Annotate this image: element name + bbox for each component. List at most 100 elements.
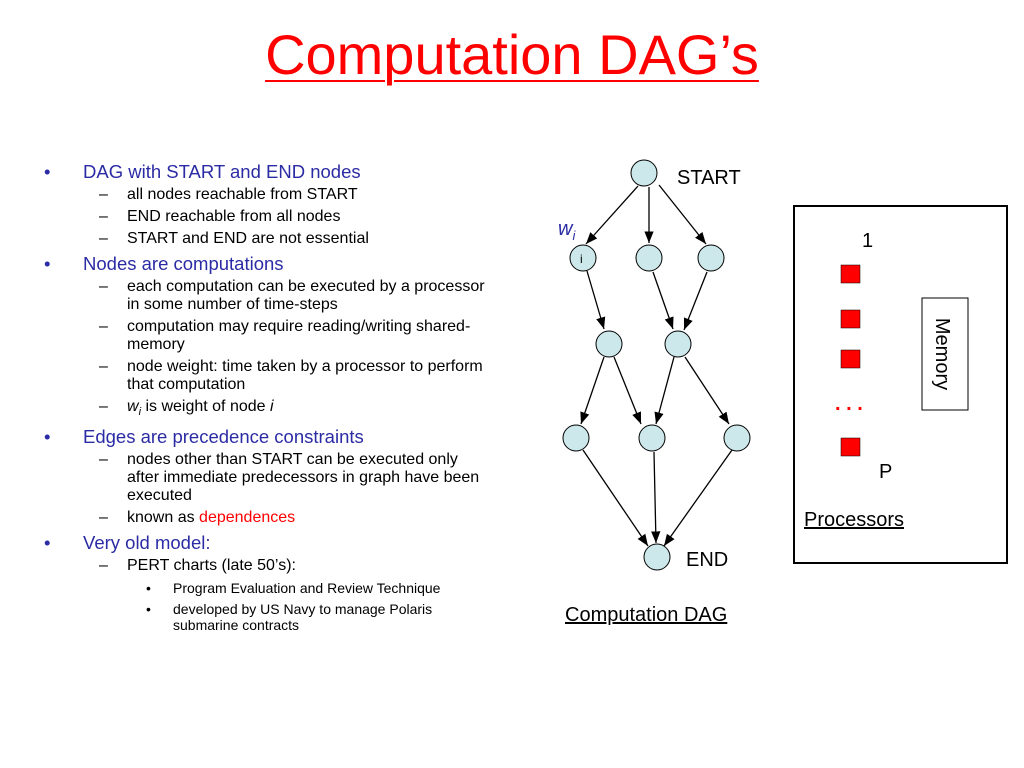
sub-bullet-text: PERT charts (late 50’s): — [127, 557, 296, 575]
sub-bullet-text: known as — [127, 509, 200, 527]
bullet-dot: • — [146, 601, 151, 618]
weight-label-sub: i — [572, 228, 576, 243]
sub-bullet: – each computation can be executed by a p… — [83, 278, 492, 314]
sub-sub-bullet-text: Program Evaluation and Review Technique — [173, 580, 441, 597]
sub-bullet-text: END reachable from all nodes — [127, 208, 341, 225]
weight-label: wi — [558, 218, 576, 243]
node-e — [664, 330, 692, 358]
dash-marker: – — [99, 509, 108, 527]
bullet-text: Edges are precedence constraints — [83, 426, 364, 448]
bullet-text: Very old model: — [83, 532, 211, 554]
sub-bullet-text: node weight: time taken by a processor t… — [127, 358, 483, 393]
sub-bullet-text: each computation can be executed by a pr… — [127, 278, 485, 313]
processor-square — [840, 349, 861, 369]
dash-marker: – — [99, 230, 108, 247]
sub-bullet: – START and END are not essential — [83, 230, 492, 248]
sub-sub-bullet-list: • Program Evaluation and Review Technique… — [127, 580, 492, 633]
node-index: i — [269, 398, 274, 415]
dash-marker: – — [99, 358, 108, 375]
edge-d-g — [613, 356, 642, 425]
dash-marker: – — [99, 398, 108, 415]
bullet-dot: • — [44, 532, 51, 554]
processors-caption: Processors — [804, 509, 904, 531]
sub-bullet: – known as dependences — [83, 509, 492, 527]
processor-square — [840, 437, 861, 457]
processor-square — [840, 264, 861, 284]
node-f — [562, 424, 590, 452]
processor-ellipsis: . . . — [835, 393, 863, 415]
sub-bullet-list: – all nodes reachable from START – END rea… — [83, 186, 492, 248]
slide-title: Computation DAG’s — [265, 23, 759, 86]
sub-sub-bullet-text: developed by US Navy to manage Polaris s… — [173, 601, 433, 634]
bullet-dot: • — [44, 426, 51, 448]
node-c — [697, 244, 725, 272]
sub-bullet-list: – nodes other than START can be executed … — [83, 451, 492, 527]
node-i-label: i — [580, 252, 583, 266]
edge-start-c — [658, 184, 707, 245]
memory-label: Memory — [931, 318, 953, 390]
sub-bullet: – node weight: time taken by a processor … — [83, 358, 492, 394]
end-label: END — [686, 549, 728, 571]
sub-bullet: – computation may require reading/writing… — [83, 318, 492, 354]
sub-bullet-text: nodes other than START can be executed o… — [127, 451, 480, 505]
sub-bullet-text: computation may require reading/writing … — [127, 318, 471, 353]
sub-bullet-weight: –wi is weight of node i — [83, 398, 492, 421]
sub-bullet: –nodes other than START can be executed … — [83, 451, 492, 505]
edge-f-end — [582, 449, 649, 547]
dash-marker: – — [99, 208, 108, 225]
machine-box — [793, 205, 1008, 564]
edge-g-end — [651, 451, 661, 544]
bullet-nodes-computations: • Nodes are computations –each computati… — [42, 253, 492, 421]
edge-d-f — [580, 356, 605, 425]
processor-squares — [840, 264, 861, 457]
dag-nodes — [562, 159, 751, 571]
node-a — [569, 244, 597, 272]
weight-symbol: w — [127, 398, 139, 415]
dash-marker: – — [99, 278, 108, 295]
bullet-text: DAG with START and END nodes — [83, 161, 361, 182]
dependences-term: dependences — [199, 509, 296, 527]
bullet-text: Nodes are computations — [83, 253, 284, 274]
processor-square — [840, 309, 861, 329]
node-d — [595, 330, 623, 358]
sub-bullet: – all nodes reachable from START — [83, 186, 492, 204]
dash-marker: – — [99, 557, 108, 575]
bullet-old-model: • Very old model: – PERT charts (late 50’… — [42, 532, 492, 633]
node-g — [638, 424, 666, 452]
sub-bullet-list: – PERT charts (late 50’s): • Program Evalu… — [83, 557, 492, 633]
bullet-dot: • — [44, 161, 51, 182]
edge-b-e — [652, 271, 674, 330]
sub-bullet-list: – each computation can be executed by a p… — [83, 278, 492, 421]
edge-start-a — [585, 185, 639, 245]
bullet-list: • DAG with START and END nodes – all node… — [42, 156, 492, 633]
start-label: START — [677, 167, 741, 189]
bullet-dot: • — [146, 580, 151, 597]
edge-a-d — [586, 270, 606, 330]
edge-e-h — [684, 356, 730, 425]
sub-bullet-text: all nodes reachable from START — [127, 186, 358, 203]
weight-label-w: w — [558, 218, 574, 240]
node-start — [630, 159, 658, 187]
weight-subscript: i — [138, 406, 142, 419]
edge-h-end — [663, 449, 733, 547]
node-end — [643, 543, 671, 571]
node-h — [723, 424, 751, 452]
node-b — [635, 244, 663, 272]
sub-sub-bullet: • developed by US Navy to manage Polaris … — [127, 601, 492, 633]
sub-sub-bullet: • Program Evaluation and Review Technique — [127, 580, 492, 596]
sub-bullet: – END reachable from all nodes — [83, 208, 492, 226]
bullet-dag-start-end: • DAG with START and END nodes – all node… — [42, 161, 492, 248]
dag-edges — [580, 184, 733, 547]
dash-marker: – — [99, 186, 108, 203]
processor-first-label: 1 — [862, 230, 873, 252]
dash-marker: – — [99, 318, 108, 335]
sub-bullet: – PERT charts (late 50’s): • Program Evalu… — [83, 557, 492, 633]
dag-caption: Computation DAG — [565, 604, 727, 626]
sub-bullet-text: START and END are not essential — [127, 230, 369, 247]
bullet-edges-precedence: • Edges are precedence constraints – node… — [42, 426, 492, 527]
memory-box — [921, 297, 969, 411]
processor-last-label: P — [879, 461, 892, 483]
edge-e-g — [654, 356, 675, 425]
edge-c-e — [683, 271, 708, 331]
